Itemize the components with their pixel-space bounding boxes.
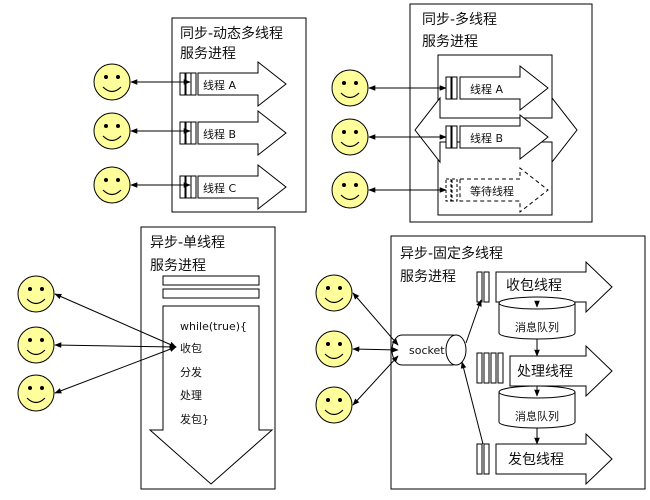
panel-async-single-title-1: 异步-单线程	[150, 235, 225, 251]
client-smiley-icon	[93, 112, 131, 150]
process-thread-label: 处理线程	[517, 364, 573, 380]
client-smiley-icon	[17, 275, 55, 313]
panel-async-fixed-title-1: 异步-固定多线程	[400, 245, 503, 262]
thread-bars-icon	[179, 72, 192, 96]
panel-sync-dynamic-title-1: 同步-动态多线程	[180, 25, 283, 42]
client-smiley-icon	[93, 63, 131, 101]
connection-arrow	[54, 346, 177, 394]
client-smiley-icon	[315, 274, 353, 312]
connection-arrow	[352, 355, 399, 406]
panel-sync-dynamic: 同步-动态多线程 服务进程 线程 A 线程 B 线程 C	[93, 17, 307, 213]
thread-bars-icon	[476, 443, 483, 475]
client-smiley-icon	[315, 330, 353, 368]
waiting-thread-label: 等待线程	[470, 184, 514, 198]
client-smiley-icon	[315, 386, 353, 424]
connection-arrow	[352, 346, 399, 353]
panel-async-single-title-2: 服务进程	[150, 258, 206, 274]
panel-sync-multi: 同步-多线程 服务进程 线程 A 线程 B 等待线程	[331, 3, 593, 223]
panel-sync-multi-title-1: 同步-多线程	[422, 11, 497, 28]
thread-bars-icon	[476, 271, 483, 303]
panel-async-fixed: 异步-固定多线程 服务进程 socket 收包线程 消息队列 处理线程 消息队	[315, 235, 646, 490]
thread-a-label: 线程 A	[203, 78, 236, 92]
message-queue-2-label: 消息队列	[515, 409, 559, 423]
client-smiley-icon	[17, 326, 55, 364]
connection-arrow	[54, 293, 177, 348]
thread-bars-icon	[445, 76, 458, 100]
queue-bar	[162, 288, 260, 299]
thread-bars-icon	[476, 352, 483, 384]
panel-async-single: 异步-单线程 服务进程 while(true){ 收包 分发 处理 发包}	[17, 226, 276, 490]
send-thread-label: 发包线程	[508, 452, 564, 468]
thread-bars-icon	[179, 121, 192, 145]
client-smiley-icon	[17, 374, 55, 412]
panel-sync-multi-title-2: 服务进程	[422, 34, 478, 50]
client-smiley-icon	[93, 166, 131, 204]
socket-label: socket	[409, 344, 445, 357]
waiting-thread-arrow	[459, 166, 549, 214]
thread-b-label: 线程 B	[470, 131, 503, 145]
thread-bars-icon	[179, 175, 192, 199]
thread-a-label: 线程 A	[470, 82, 503, 96]
panel-async-fixed-title-2: 服务进程	[400, 269, 456, 285]
code-line-send: 发包}	[180, 412, 209, 426]
socket-to-receive-arrow	[465, 299, 482, 344]
receive-thread-label: 收包线程	[506, 278, 562, 294]
event-loop-down-arrow	[148, 305, 274, 485]
client-smiley-icon	[331, 118, 369, 156]
send-to-socket-arrow	[460, 361, 484, 445]
thread-c-label: 线程 C	[203, 181, 236, 195]
thread-b-label: 线程 B	[203, 127, 236, 141]
send-thread-arrow	[495, 432, 613, 486]
queue-bar	[162, 275, 260, 286]
code-line-loop: while(true){	[180, 320, 247, 333]
connection-arrow	[352, 292, 399, 346]
panel-sync-dynamic-title-2: 服务进程	[180, 46, 236, 62]
code-line-dispatch: 分发	[180, 365, 202, 379]
code-line-process: 处理	[180, 389, 202, 402]
thread-bars-icon	[445, 125, 458, 149]
code-line-receive: 收包	[180, 341, 202, 355]
message-queue-1-label: 消息队列	[515, 320, 559, 334]
client-smiley-icon	[331, 69, 369, 107]
client-smiley-icon	[331, 171, 369, 209]
